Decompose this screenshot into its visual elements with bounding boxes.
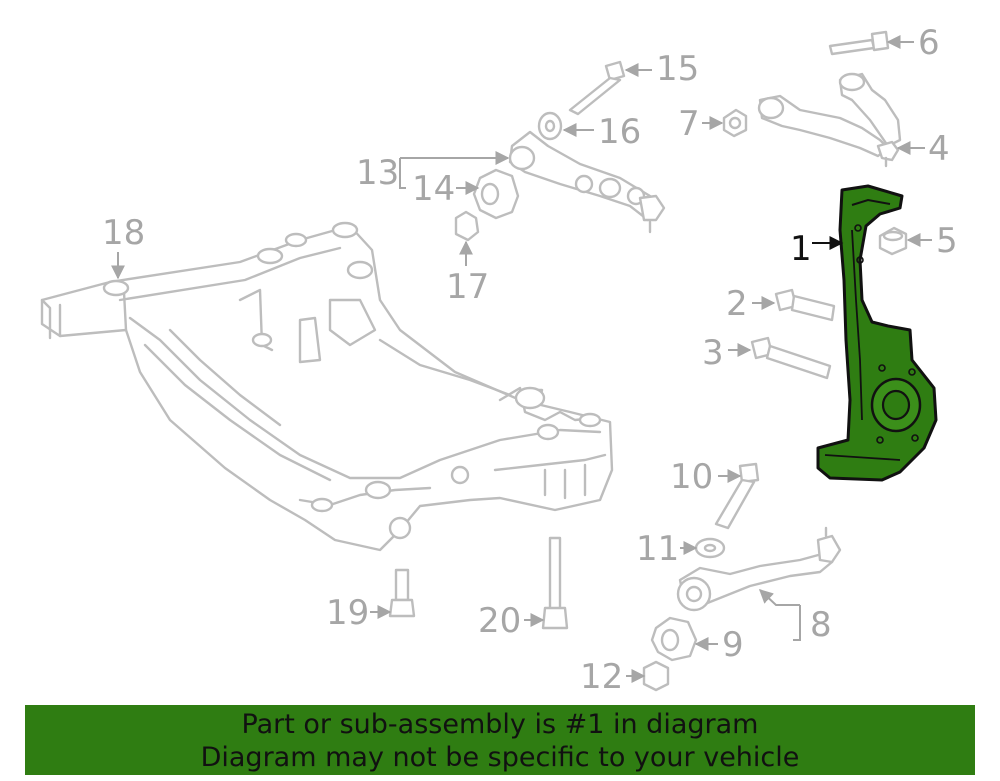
bolt-part-19 [388, 568, 416, 618]
bolt-part-10 [714, 462, 760, 530]
bushing-part-9 [650, 616, 698, 662]
bolt-part-15 [568, 60, 626, 116]
callout-17: 17 [446, 267, 489, 307]
bushing-part-14 [472, 168, 520, 220]
callout-18: 18 [102, 213, 145, 253]
steering-knuckle-part-1[interactable] [816, 184, 938, 482]
parts-diagram: 1 2 3 4 5 6 7 8 9 10 11 12 13 14 15 16 1… [40, 23, 958, 697]
callout-1: 1 [790, 229, 812, 269]
leader-lines [111, 35, 932, 683]
banner-line-1: Part or sub-assembly is #1 in diagram [241, 709, 759, 740]
nut-part-7 [722, 108, 748, 138]
leader-8 [760, 590, 801, 641]
callout-15: 15 [656, 49, 699, 89]
info-banner: Part or sub-assembly is #1 in diagram Di… [25, 705, 975, 775]
callout-12: 12 [580, 657, 623, 697]
upper-control-arm-part-4 [757, 72, 902, 168]
callout-11: 11 [636, 529, 679, 569]
leader-13 [399, 158, 508, 189]
washer-part-11 [694, 537, 726, 559]
callout-3: 3 [702, 333, 724, 373]
bolt-part-6 [828, 30, 890, 56]
callout-13: 13 [356, 153, 399, 193]
callout-9: 9 [722, 625, 744, 665]
callout-8: 8 [810, 605, 832, 645]
callout-7: 7 [678, 104, 700, 144]
callout-labels: 1 2 3 4 5 6 7 8 9 10 11 12 13 14 15 16 1… [102, 23, 958, 697]
nut-part-5 [878, 226, 908, 256]
callout-4: 4 [928, 129, 950, 169]
banner-line-2: Diagram may not be specific to your vehi… [200, 742, 800, 773]
callout-5: 5 [936, 221, 958, 261]
callout-10: 10 [670, 457, 713, 497]
washer-part-16 [537, 111, 563, 141]
nut-part-17 [454, 210, 480, 242]
bolt-part-3 [750, 336, 832, 380]
bolt-part-2 [774, 288, 836, 322]
callout-16: 16 [598, 112, 641, 152]
lower-arm-part-13 [508, 130, 666, 234]
bolt-part-20 [541, 536, 569, 630]
callout-19: 19 [326, 593, 369, 633]
callout-2: 2 [726, 284, 748, 324]
callout-20: 20 [478, 601, 521, 641]
nut-part-12 [642, 660, 670, 692]
callout-6: 6 [918, 23, 940, 63]
subframe-crossmember [40, 221, 614, 552]
callout-14: 14 [412, 169, 455, 209]
